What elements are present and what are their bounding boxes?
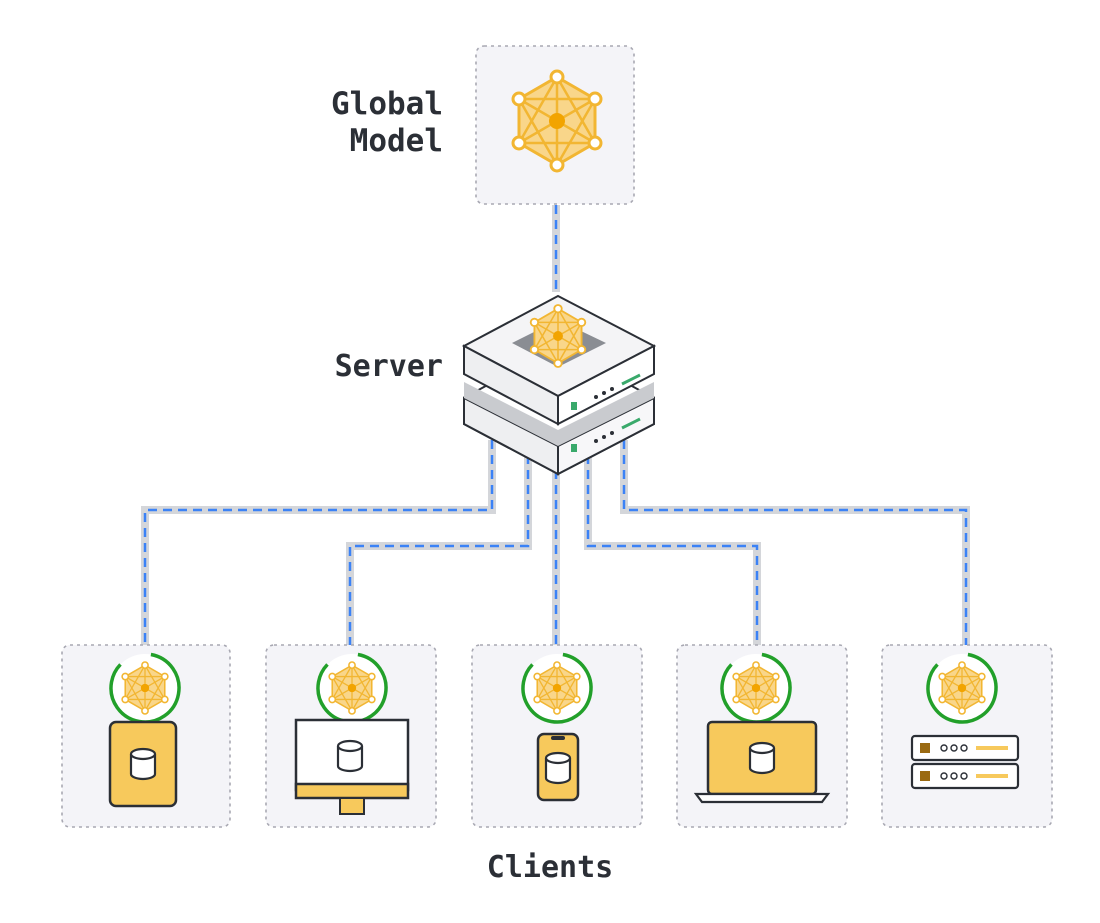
server-rack-icon bbox=[910, 734, 1020, 790]
server-icon bbox=[461, 294, 657, 476]
server-label: Server bbox=[334, 349, 443, 384]
smartphone-icon bbox=[536, 732, 580, 802]
clients-label: Clients bbox=[486, 850, 614, 885]
connection-lines bbox=[141, 205, 970, 645]
global-model-label: Global Model bbox=[331, 86, 443, 160]
laptop-icon bbox=[693, 720, 831, 804]
tablet-icon bbox=[108, 720, 178, 808]
client-model-rings bbox=[109, 652, 998, 724]
global-model-box bbox=[475, 45, 635, 205]
desktop-monitor-icon bbox=[294, 718, 410, 815]
